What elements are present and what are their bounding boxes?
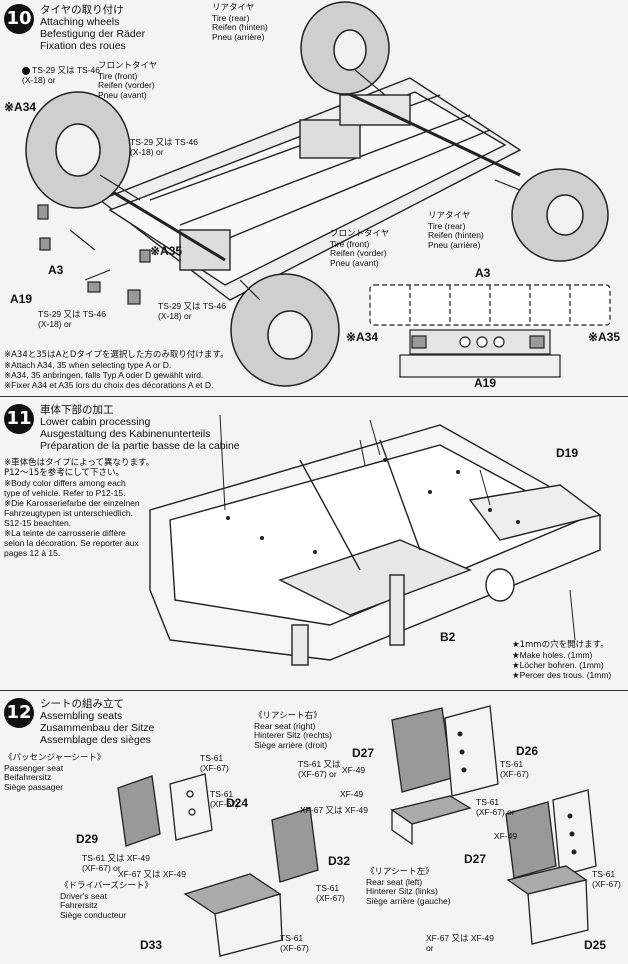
step-number: 12 (4, 698, 34, 728)
label-rear-seat-right: 《リアシート右》Rear seat (right) Hinterer Sitz … (254, 711, 332, 750)
paint-xf67-b: XF-67 又は XF-49 (300, 805, 369, 815)
divider-11-12 (0, 690, 628, 691)
paint-ts61-b: TS-61 又は XF-49(XF-67) or (82, 853, 151, 873)
step-title: 車体下部の加工 Lower cabin processing Ausgestal… (40, 404, 240, 452)
paint-ts61-e: TS-61 又は(XF-67) or (298, 759, 341, 779)
part-d26: D26 (516, 744, 539, 758)
label-rear-seat-left: 《リアシート左》Rear seat (left) Hinterer Sitz (… (366, 867, 451, 906)
part-d27-right: D27 (352, 746, 375, 760)
part-a34: ※A34 (4, 100, 37, 114)
paint-ts61-i: TS-61(XF-67) (210, 789, 239, 809)
wheels-assembly-illustration (25, 1, 611, 387)
paint-ts61-d: TS-61(XF-67) (280, 933, 309, 953)
part-d32: D32 (328, 854, 351, 868)
paint-ts61-h: TS-61(XF-67) (592, 869, 621, 889)
paint-ts61-c: TS-61(XF-67) (316, 883, 345, 903)
seats-illustration (117, 705, 597, 957)
step-10-attaching-wheels: 10 タイヤの取り付け Attaching wheels Befestigung… (0, 0, 628, 392)
paint-callout-b: TS-29 又は TS-46 (X-18) or (130, 137, 199, 157)
lower-cabin-illustration (149, 414, 602, 666)
part-a19: A19 (10, 292, 33, 306)
part-d19: D19 (556, 446, 579, 460)
step-11-lower-cabin: 11 車体下部の加工 Lower cabin processing Ausges… (0, 400, 628, 688)
label-passenger-seat: 《パッセンジャーシート》Passenger seat Beifahrersitz… (4, 753, 106, 792)
paint-callout-d: TS-29 又は TS-46 (X-18) or (158, 301, 227, 321)
part-d33: D33 (140, 938, 163, 952)
part-d27-left: D27 (464, 852, 487, 866)
step-12-assembling-seats: 12 シートの組み立て Assembling seats Zusammenbau… (0, 694, 628, 964)
part-b2: B2 (440, 630, 456, 644)
step-number: 11 (4, 404, 34, 434)
paint-callout-a: TS-29 又は TS-46 (X-18) or (22, 65, 101, 85)
paint-ts61-a: TS-61(XF-67) (200, 753, 229, 773)
paint-xf49-a: XF-49 (342, 765, 366, 775)
part-a34-inset: ※A34 (346, 330, 379, 344)
part-d24: D24 (226, 796, 249, 810)
divider-10-11 (0, 396, 628, 397)
step-number: 10 (4, 4, 34, 34)
part-a3-inset: A3 (475, 266, 491, 280)
paint-xf67-a: XF-67 又は XF-49 (118, 869, 187, 879)
part-a35: ※A35 (150, 244, 183, 258)
paint-xf49-c: XF-49 (494, 831, 518, 841)
holes-note: ★1mmの穴を開けます。 ★Make holes. (1mm) ★Löcher … (512, 640, 612, 680)
part-d25: D25 (584, 938, 607, 952)
paint-ts61-f: TS-61(XF-67) (500, 759, 529, 779)
part-a19-inset: A19 (474, 376, 497, 390)
paint-callout-c: TS-29 又は TS-46 (X-18) or (38, 309, 107, 329)
step-title: シートの組み立て Assembling seats Zusammenbau de… (40, 698, 155, 746)
part-a3: A3 (48, 263, 64, 277)
step-11-body-color-note: ※車体色はタイプによって異なります。 P12〜15を参考にして下さい。 ※Bod… (4, 458, 155, 558)
paint-dot-icon (22, 66, 30, 75)
step-10-notes: ※A34と35はAとDタイプを選択した方のみ取り付けます。 ※Attach A3… (4, 350, 229, 390)
paint-ts61-g: TS-61(XF-67) or (476, 797, 515, 817)
part-d29: D29 (76, 832, 99, 846)
part-a35-inset: ※A35 (588, 330, 621, 344)
paint-xf49-b: XF-49 (340, 789, 364, 799)
step-title: タイヤの取り付け Attaching wheels Befestigung de… (40, 4, 146, 52)
